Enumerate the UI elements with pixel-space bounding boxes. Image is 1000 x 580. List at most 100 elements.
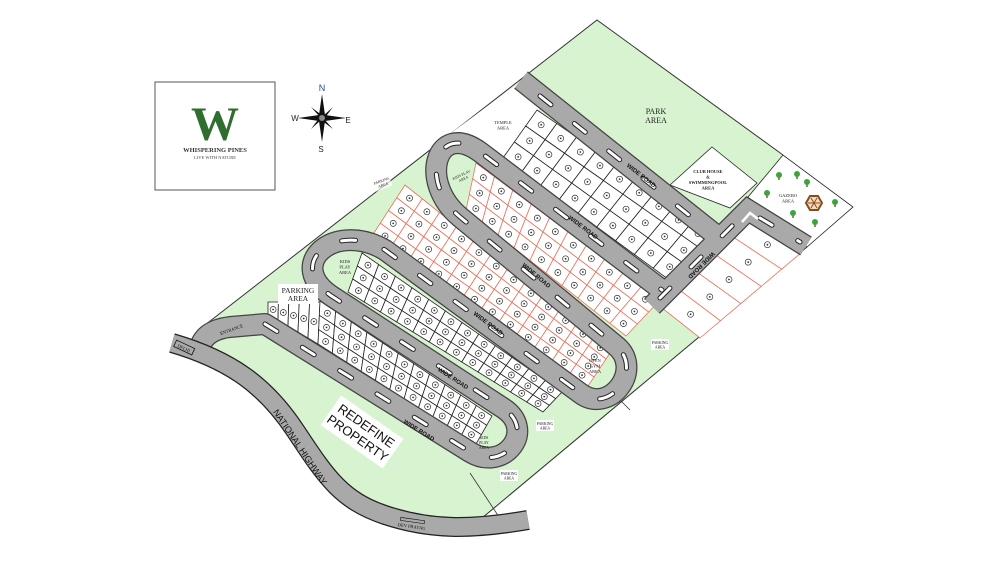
delhi-label: DELHI bbox=[177, 343, 192, 353]
plot-marker-dot bbox=[455, 351, 458, 354]
plot-marker-dot bbox=[567, 167, 570, 170]
plot-marker-dot bbox=[644, 221, 647, 224]
plot-marker-dot bbox=[551, 339, 554, 341]
plot-marker-dot bbox=[536, 217, 539, 220]
plot-marker-dot bbox=[630, 238, 633, 241]
plot-marker-dot bbox=[491, 220, 494, 223]
plot-marker-dot bbox=[611, 224, 614, 227]
plot-marker-dot bbox=[520, 392, 523, 395]
plots-layer bbox=[267, 109, 803, 445]
compass-w: W bbox=[291, 114, 299, 123]
plot-marker-dot bbox=[586, 180, 589, 183]
plot-marker-dot bbox=[657, 205, 660, 208]
plot-marker-dot bbox=[434, 383, 437, 386]
plot-marker-dot bbox=[495, 205, 498, 208]
plot-marker-dot bbox=[444, 330, 447, 333]
plot-marker-dot bbox=[410, 235, 412, 238]
plot-marker-dot bbox=[353, 359, 356, 362]
plot-marker-dot bbox=[549, 388, 552, 391]
plot-marker-dot bbox=[478, 251, 480, 254]
plot-marker-dot bbox=[493, 363, 496, 366]
plot-marker-dot bbox=[605, 194, 608, 197]
plot-marker-dot bbox=[326, 312, 329, 315]
plot-marker-dot bbox=[581, 271, 584, 273]
plot-marker-dot bbox=[523, 302, 526, 305]
plot-marker-dot bbox=[378, 287, 381, 290]
plot-marker-dot bbox=[516, 366, 519, 368]
plot-marker-dot bbox=[527, 336, 530, 339]
plot-marker-dot bbox=[540, 316, 543, 318]
plot-marker-dot bbox=[477, 352, 480, 355]
svg-text:PARKINGAREA: PARKINGAREA bbox=[501, 472, 518, 481]
plot-marker-dot bbox=[589, 297, 592, 299]
plot-marker-dot bbox=[339, 349, 342, 352]
plot-marker-dot bbox=[569, 352, 572, 354]
plot-marker-dot bbox=[422, 330, 425, 333]
plot-marker-dot bbox=[564, 257, 567, 260]
plot-marker-dot bbox=[536, 169, 538, 172]
plot-marker-dot bbox=[460, 238, 463, 240]
compass-e: E bbox=[345, 116, 350, 125]
plot-marker-dot bbox=[547, 244, 550, 247]
plot-marker-dot bbox=[372, 343, 375, 345]
plot-marker-dot bbox=[357, 289, 360, 292]
plot-marker-dot bbox=[419, 373, 421, 376]
plot-marker-dot bbox=[599, 164, 601, 167]
plot-marker-dot bbox=[563, 361, 566, 364]
plot-marker-dot bbox=[766, 243, 769, 246]
plot-marker-dot bbox=[682, 249, 685, 252]
tree-icon bbox=[794, 171, 800, 179]
plot-marker-dot bbox=[474, 207, 477, 210]
plot-marker-dot bbox=[530, 292, 532, 295]
plot-marker-dot bbox=[402, 247, 404, 250]
plot-marker-dot bbox=[403, 363, 406, 366]
plot-marker-dot bbox=[540, 123, 543, 126]
plot-marker-dot bbox=[548, 153, 550, 156]
plot-marker-dot bbox=[400, 209, 403, 212]
logo-name: WHISPERING PINES bbox=[183, 147, 247, 154]
national-highway bbox=[169, 333, 530, 537]
gazebo-pavilion-icon bbox=[804, 195, 824, 211]
plot-marker-dot bbox=[397, 387, 400, 389]
svg-text:PARKINGAREA: PARKINGAREA bbox=[652, 341, 669, 350]
plot-marker-dot bbox=[582, 333, 584, 336]
plot-marker-dot bbox=[547, 306, 550, 308]
plot-marker-dot bbox=[340, 336, 343, 339]
road-turn-marker-icon bbox=[741, 211, 759, 223]
plot-marker-dot bbox=[416, 298, 419, 301]
plot-marker-dot bbox=[430, 394, 433, 397]
plot-marker-dot bbox=[302, 317, 305, 320]
plot-marker-dot bbox=[509, 323, 512, 326]
plot-marker-dot bbox=[556, 271, 559, 274]
plot-marker-dot bbox=[428, 320, 430, 322]
plot-marker-dot bbox=[388, 353, 390, 356]
plot-marker-dot bbox=[574, 197, 576, 199]
plot-marker-dot bbox=[392, 222, 395, 225]
plot-marker-dot bbox=[475, 424, 478, 427]
plot-marker-dot bbox=[587, 365, 590, 367]
plot-marker-dot bbox=[470, 262, 473, 265]
tree-icon bbox=[790, 210, 796, 218]
plot-marker-dot bbox=[517, 155, 520, 158]
plot-marker-dot bbox=[649, 252, 652, 254]
plot-marker-dot bbox=[443, 224, 446, 227]
plot-marker-dot bbox=[437, 273, 440, 275]
plot-marker-dot bbox=[427, 248, 430, 251]
plot-marker-dot bbox=[272, 308, 274, 311]
plot-marker-dot bbox=[478, 192, 481, 194]
plot-marker-dot bbox=[505, 289, 508, 292]
plot-marker-dot bbox=[385, 365, 388, 368]
plot-marker-dot bbox=[540, 258, 543, 261]
plot-marker-dot bbox=[575, 342, 578, 345]
plot-marker-dot bbox=[581, 374, 583, 377]
delhi-direction-sign: DELHI bbox=[173, 339, 196, 356]
dev-prayag-label: DEV PRAYAG bbox=[397, 522, 426, 531]
plot-marker-dot bbox=[473, 298, 476, 301]
plot-marker-dot bbox=[512, 278, 515, 281]
plot-marker-dot bbox=[488, 276, 490, 279]
